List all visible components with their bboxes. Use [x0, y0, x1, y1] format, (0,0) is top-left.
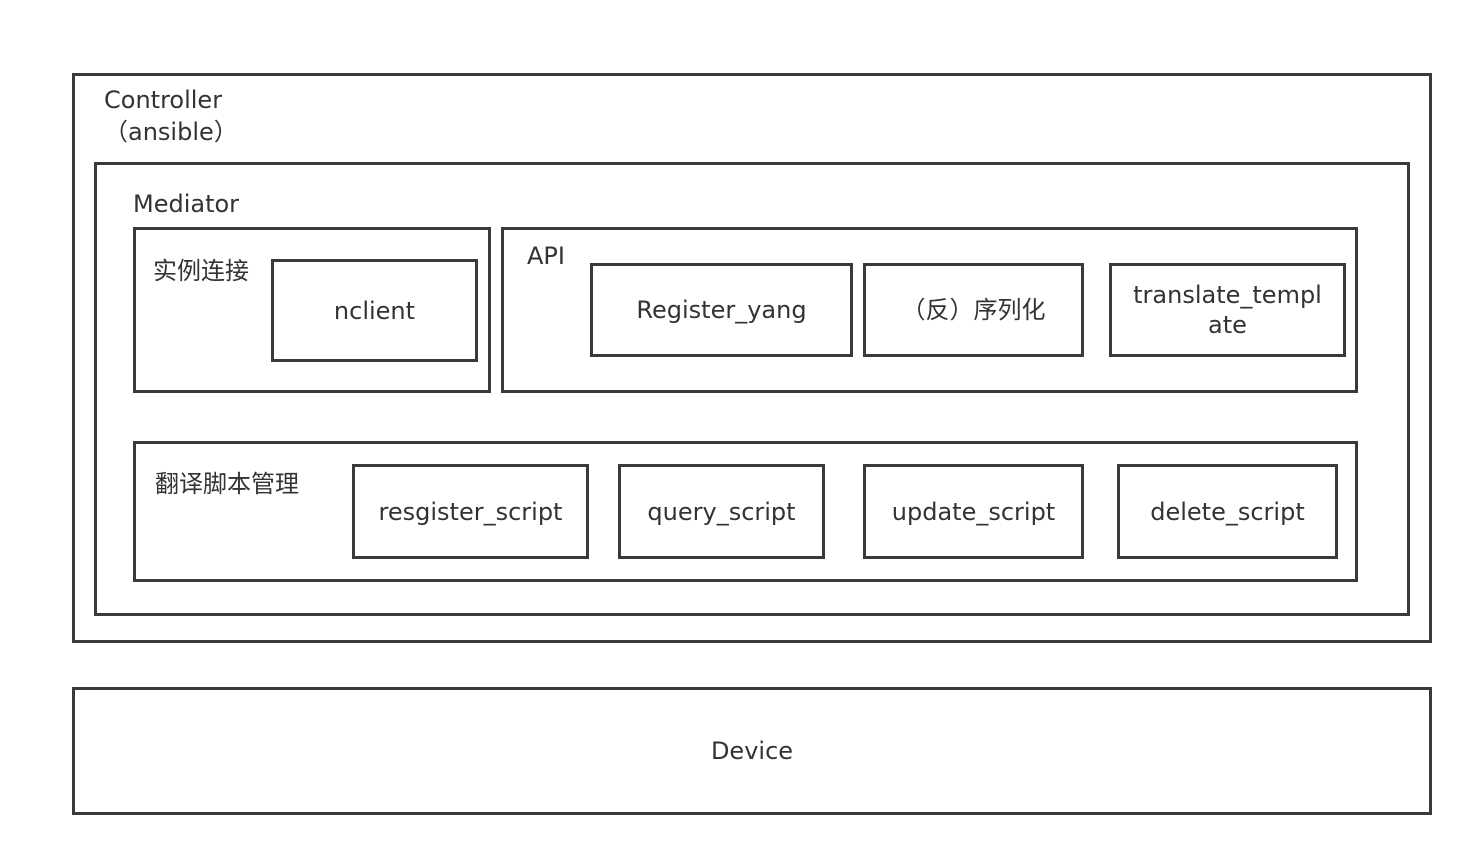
register-script-label: resgister_script	[378, 497, 563, 526]
query-script-label: query_script	[647, 497, 796, 526]
register-yang-label: Register_yang	[636, 296, 807, 324]
controller-subtitle: （ansible）	[104, 118, 238, 146]
update-script-box: update_script	[863, 464, 1084, 559]
delete-script-box: delete_script	[1117, 464, 1338, 559]
nclient-box: nclient	[271, 259, 478, 362]
register-yang-box: Register_yang	[590, 263, 853, 357]
translate-template-label-line2: ate	[1208, 311, 1247, 339]
query-script-box: query_script	[618, 464, 825, 559]
instance-connection-title: 实例连接	[153, 257, 249, 285]
mediator-title: Mediator	[133, 190, 240, 218]
api-title: API	[527, 242, 565, 270]
script-management-title: 翻译脚本管理	[155, 470, 299, 498]
serialization-box: （反）序列化	[863, 263, 1084, 357]
delete-script-label: delete_script	[1150, 497, 1305, 526]
translate-template-box: translate_templ ate	[1109, 263, 1346, 357]
serialization-label: （反）序列化	[901, 296, 1046, 324]
register-script-box: resgister_script	[352, 464, 589, 559]
nclient-label: nclient	[333, 296, 416, 325]
update-script-label: update_script	[891, 497, 1056, 526]
device-box: Device	[72, 687, 1432, 815]
translate-template-label-line1: translate_templ	[1133, 281, 1322, 309]
device-label: Device	[710, 737, 794, 765]
controller-title: Controller	[104, 86, 223, 114]
